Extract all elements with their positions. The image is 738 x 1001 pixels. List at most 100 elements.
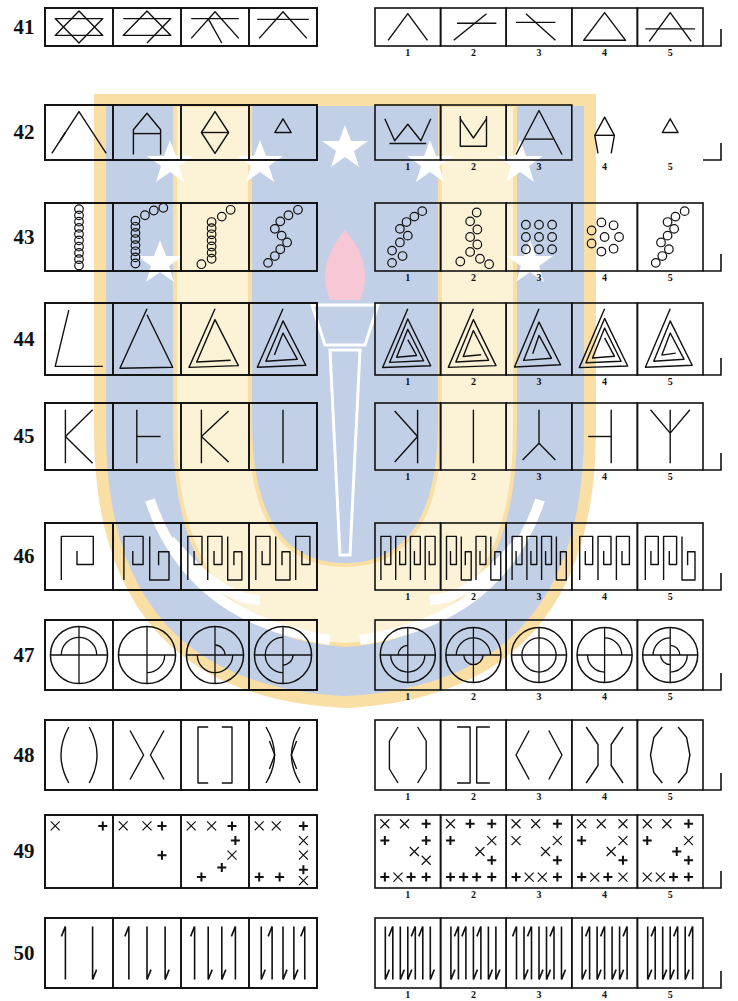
figure-stroke bbox=[549, 731, 562, 780]
half-arrow bbox=[462, 926, 466, 979]
option-cell bbox=[441, 523, 507, 590]
option-number: 5 bbox=[668, 377, 673, 387]
cross-mark bbox=[475, 847, 484, 856]
torch-handle bbox=[330, 350, 360, 555]
stimulus-strip bbox=[45, 105, 317, 160]
option-number: 1 bbox=[405, 273, 410, 283]
cross-mark bbox=[538, 873, 547, 882]
figure-stroke bbox=[577, 627, 632, 682]
plus-mark bbox=[422, 836, 431, 845]
half-arrow bbox=[268, 926, 272, 979]
stimulus-cell bbox=[45, 620, 113, 690]
cross-mark bbox=[541, 847, 550, 856]
figure-stroke bbox=[651, 410, 671, 433]
figure-circle bbox=[663, 231, 672, 240]
stimulus-cell bbox=[181, 403, 249, 470]
figure-circle bbox=[597, 218, 606, 227]
figure-stroke bbox=[645, 309, 692, 367]
figure-stroke bbox=[516, 731, 529, 780]
item-number: 46 bbox=[5, 546, 43, 567]
half-arrow bbox=[561, 926, 565, 979]
torch-cup bbox=[312, 305, 378, 345]
half-arrow bbox=[419, 926, 423, 979]
plus-mark bbox=[299, 821, 308, 830]
cross-mark bbox=[662, 819, 671, 828]
option-number: 5 bbox=[668, 592, 673, 602]
figure-stroke bbox=[133, 113, 160, 154]
figure-stroke bbox=[556, 536, 566, 580]
option-number: 3 bbox=[537, 48, 542, 58]
half-arrow bbox=[301, 926, 305, 979]
option-number: 3 bbox=[537, 990, 542, 1000]
option-number: 1 bbox=[405, 592, 410, 602]
option-number: 1 bbox=[405, 792, 410, 802]
plus-mark bbox=[487, 856, 496, 865]
stimulus-cell bbox=[45, 105, 113, 160]
option-cell bbox=[441, 203, 507, 271]
flame bbox=[325, 230, 365, 300]
cross-mark bbox=[643, 819, 652, 828]
stimulus-cell bbox=[181, 523, 249, 590]
figure-stroke bbox=[381, 536, 391, 580]
cross-mark bbox=[51, 821, 60, 830]
half-arrow bbox=[147, 926, 151, 979]
figure-stroke bbox=[137, 436, 161, 437]
plus-mark bbox=[512, 873, 521, 882]
figure-circle bbox=[131, 259, 140, 268]
plus-mark bbox=[157, 821, 166, 830]
item-number: 41 bbox=[5, 17, 43, 38]
cross-mark bbox=[656, 873, 665, 882]
figure-stroke bbox=[215, 645, 225, 655]
cross-mark bbox=[119, 821, 128, 830]
figure-circle bbox=[50, 626, 107, 683]
figure-stroke bbox=[197, 655, 215, 673]
cross-mark bbox=[577, 819, 586, 828]
figure-stroke bbox=[61, 637, 79, 655]
figure-stroke bbox=[257, 309, 306, 367]
option-number: 3 bbox=[537, 792, 542, 802]
plus-mark bbox=[487, 819, 496, 828]
figure-circle bbox=[643, 627, 698, 682]
figure-circle bbox=[446, 627, 501, 682]
stimulus-cell bbox=[113, 203, 181, 271]
half-arrow bbox=[528, 926, 532, 979]
figure-stroke bbox=[291, 741, 296, 769]
option-cell bbox=[375, 918, 441, 988]
half-arrow bbox=[601, 926, 605, 979]
figure-stroke bbox=[670, 410, 671, 464]
stimulus-cell bbox=[249, 8, 317, 46]
option-number: 1 bbox=[405, 890, 410, 900]
option-number: 2 bbox=[471, 472, 476, 482]
figure-circle bbox=[150, 206, 159, 215]
half-arrow bbox=[231, 926, 235, 979]
figure-circle bbox=[548, 220, 557, 229]
figure-stroke bbox=[55, 310, 103, 366]
figure-stroke bbox=[398, 645, 408, 655]
plus-mark bbox=[380, 873, 389, 882]
figure-stroke bbox=[188, 536, 202, 580]
option-cell bbox=[637, 8, 703, 46]
option-cell bbox=[572, 303, 638, 375]
cross-mark bbox=[553, 836, 562, 845]
figure-stroke bbox=[645, 536, 658, 580]
figure-stroke bbox=[65, 437, 92, 464]
figure-circle bbox=[657, 238, 666, 247]
figure-circle bbox=[396, 225, 405, 234]
figure-circle bbox=[522, 245, 531, 254]
option-cell bbox=[506, 403, 572, 470]
option-cell bbox=[572, 8, 638, 46]
figure-stroke bbox=[55, 11, 103, 35]
option-number: 1 bbox=[405, 692, 410, 702]
plus-mark bbox=[577, 836, 586, 845]
figure-stroke bbox=[380, 627, 435, 682]
figure-circle bbox=[388, 246, 397, 255]
option-number: 3 bbox=[537, 592, 542, 602]
stimulus-strip bbox=[45, 203, 317, 271]
figure-circle bbox=[615, 233, 624, 242]
figure-stroke bbox=[516, 111, 562, 155]
figure-circle bbox=[254, 626, 311, 683]
option-number: 5 bbox=[668, 792, 673, 802]
stimulus-cell bbox=[249, 620, 317, 690]
option-number: 1 bbox=[405, 48, 410, 58]
